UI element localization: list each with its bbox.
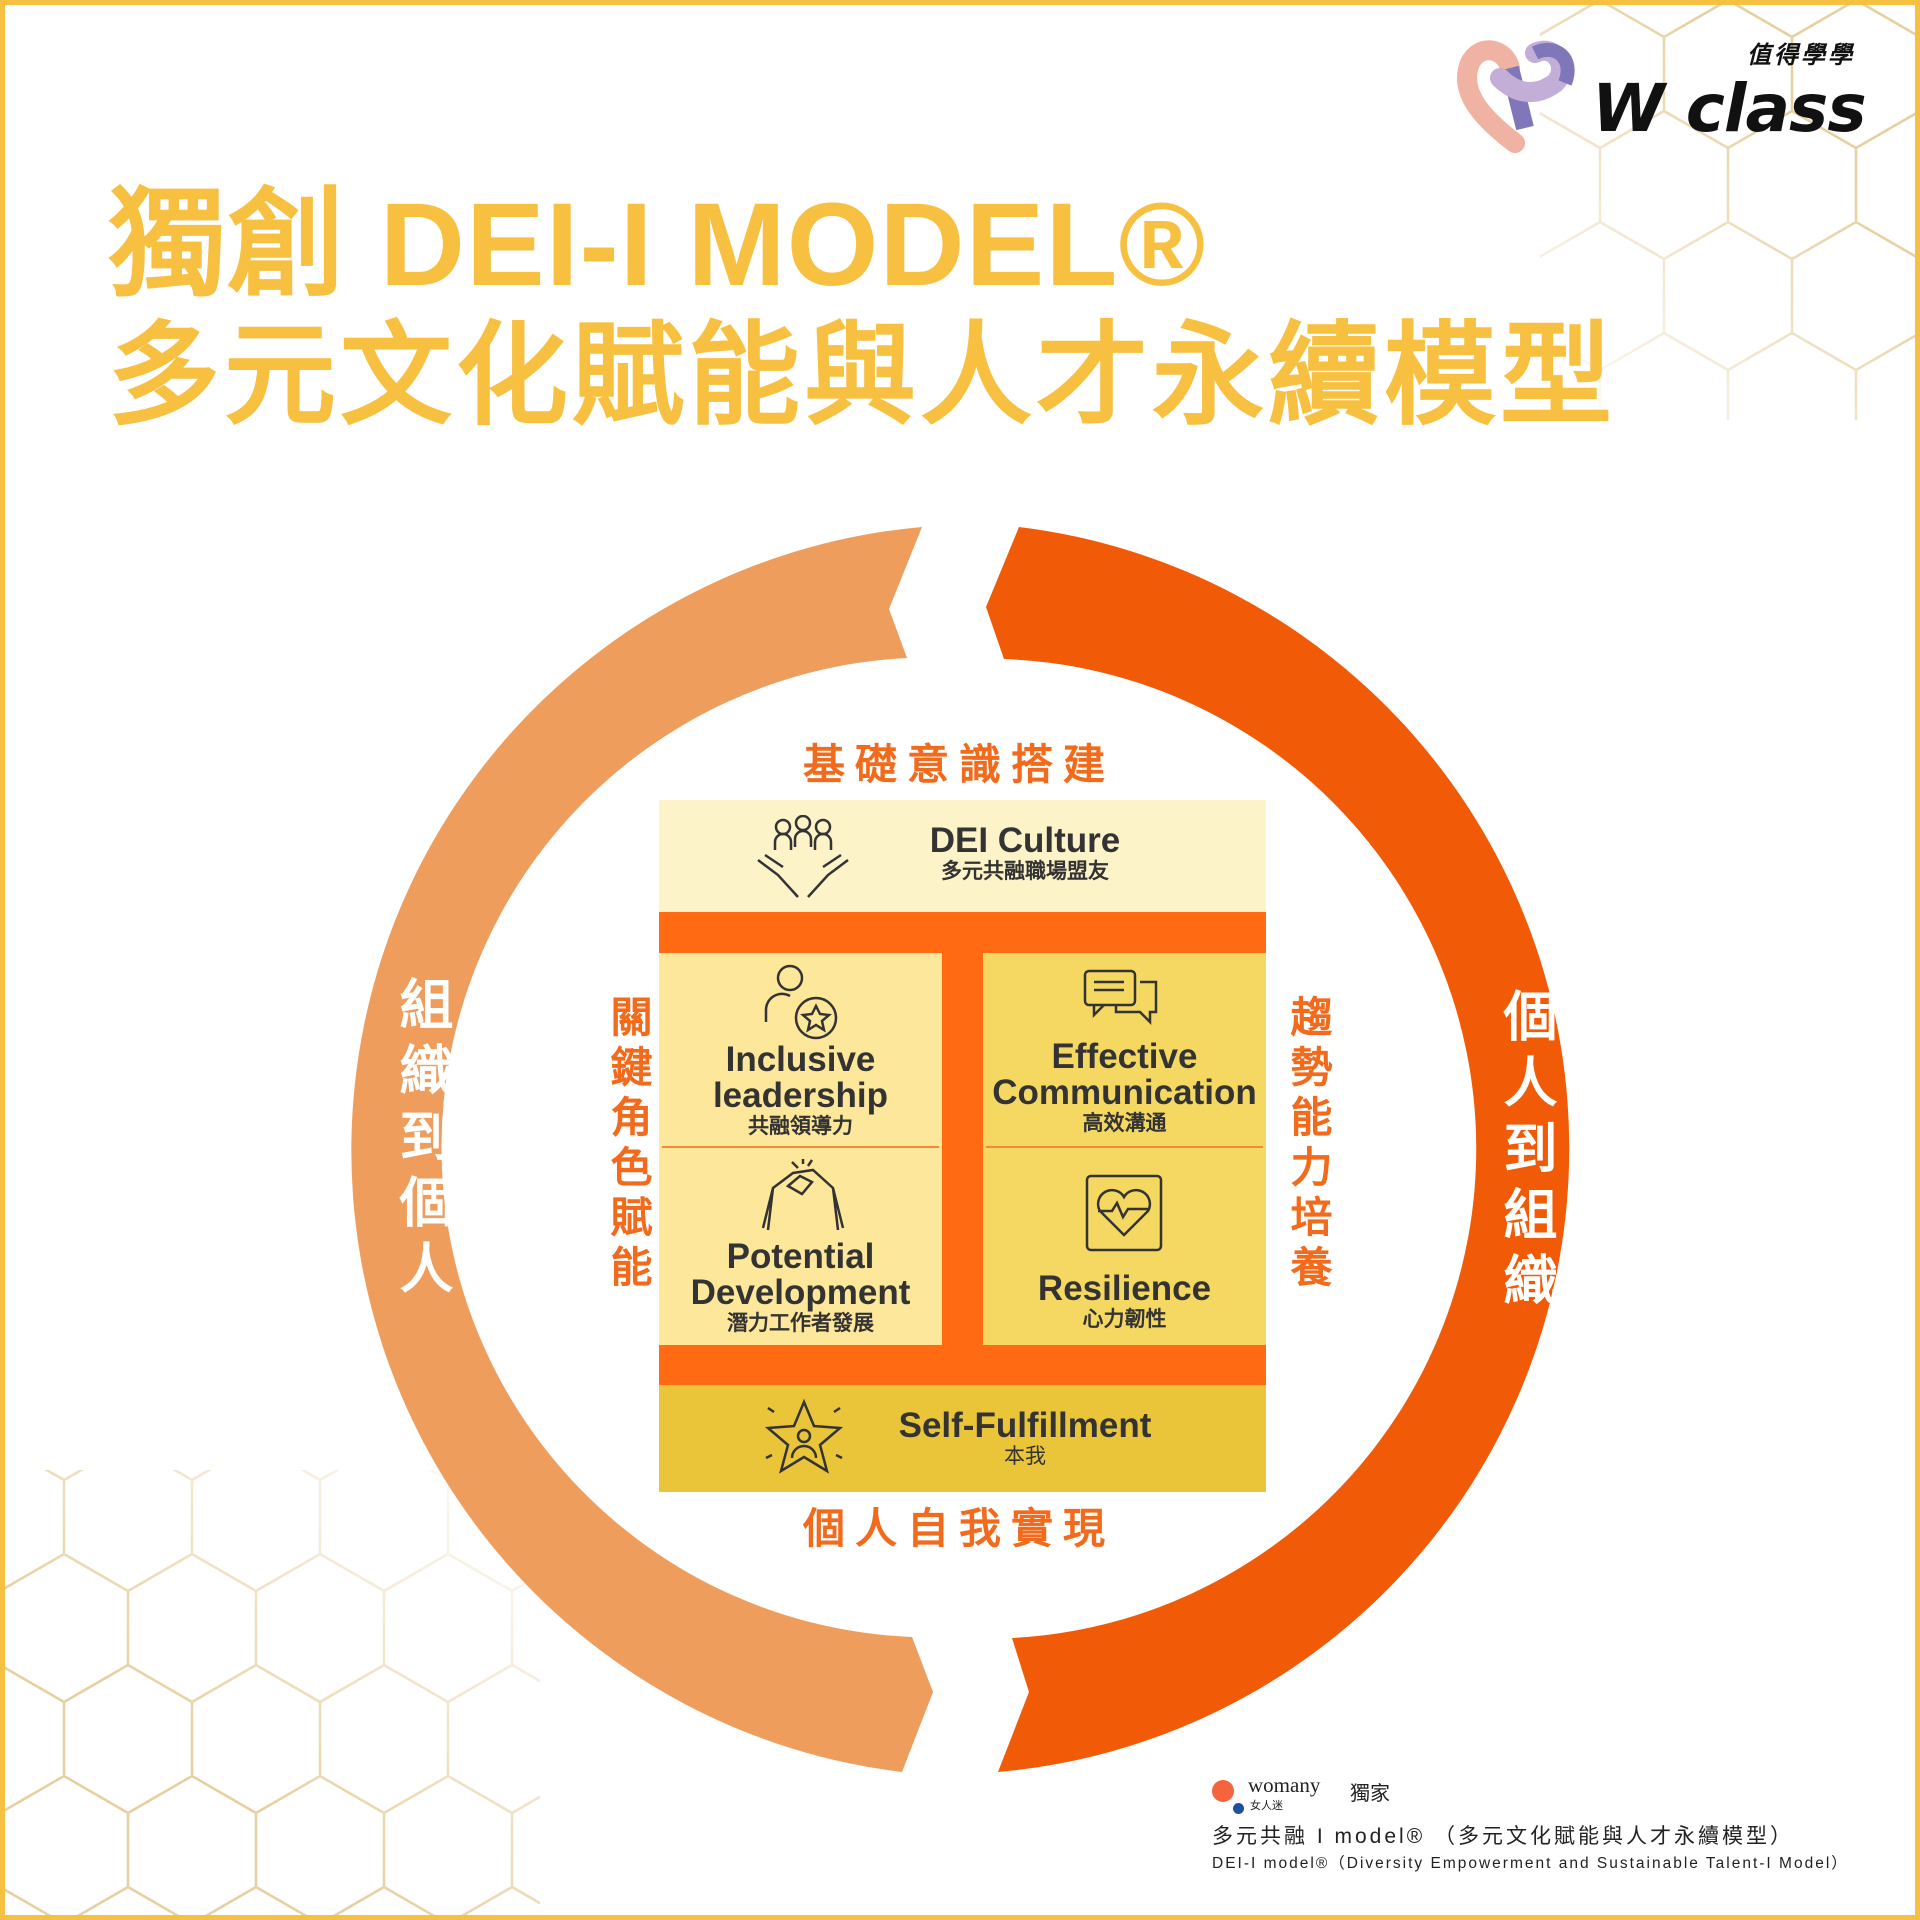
- womany-small-dot-icon: [1233, 1803, 1244, 1814]
- heart-logo-icon: [1457, 40, 1575, 153]
- leader-star-icon: [764, 964, 838, 1040]
- right-arc-label: 個人到組織: [1495, 988, 1555, 1318]
- left-arc-arrow: [351, 527, 933, 1772]
- heart-pulse-icon: [1085, 1174, 1163, 1252]
- potential-development-cell: Potential Development 潛力工作者發展: [659, 1239, 942, 1337]
- self-fulfillment-subtitle: 本我: [1004, 1445, 1046, 1468]
- communication-subtitle: 高效溝通: [1082, 1112, 1167, 1135]
- chat-bubbles-icon: [1083, 969, 1158, 1026]
- inclusive-title-1: Inclusive: [725, 1040, 876, 1079]
- orange-band-bottom: [659, 1345, 1266, 1385]
- divider: [662, 1146, 939, 1148]
- resilience-title: Resilience: [1037, 1269, 1212, 1308]
- orange-band-middle: [942, 953, 983, 1345]
- right-arc-arrow: [986, 527, 1570, 1772]
- dei-culture-row: [659, 800, 1266, 912]
- communication-title-2: Communication: [992, 1073, 1257, 1112]
- orange-band-top: [659, 912, 1266, 953]
- exclusive-label: 獨家: [1350, 1783, 1390, 1805]
- self-fulfillment-cell: Self-Fulfillment 本我: [870, 1408, 1180, 1470]
- right-side-label: 趨勢能力培養: [1285, 995, 1332, 1295]
- title-line-1: 獨創 DEI-I MODEL®: [108, 179, 1207, 311]
- bottom-heading: 個人自我實現: [802, 1505, 1116, 1552]
- womany-logo-text: womany: [1248, 1773, 1321, 1797]
- top-heading: 基礎意識搭建: [802, 741, 1116, 788]
- womany-logo-zh: 女人迷: [1250, 1800, 1283, 1812]
- resilience-subtitle: 心力韌性: [1082, 1308, 1167, 1331]
- dei-culture-subtitle: 多元共融職場盟友: [941, 860, 1109, 883]
- effective-communication-cell: Effective Communication 高效溝通: [983, 1039, 1266, 1137]
- self-fulfillment-row: [659, 1385, 1266, 1492]
- left-side-label: 關鍵角色賦能: [605, 995, 652, 1295]
- inclusive-leadership-cell: Inclusive leadership 共融領導力: [659, 1042, 942, 1140]
- wclass-logo: [1455, 38, 1585, 158]
- handshake-icon: [761, 1159, 845, 1231]
- logo-tagline: 值得學學: [1747, 42, 1855, 69]
- inclusive-subtitle: 共融領導力: [748, 1115, 853, 1138]
- communication-title-1: Effective: [1051, 1037, 1198, 1076]
- divider: [986, 1146, 1263, 1148]
- star-person-icon: [764, 1398, 844, 1474]
- people-hands-icon: [757, 815, 849, 898]
- footer-line-1: 多元共融 I model® （多元文化賦能與人才永續模型）: [1212, 1825, 1795, 1848]
- right-column: [983, 953, 1266, 1345]
- womany-dot-icon: [1212, 1780, 1234, 1802]
- self-fulfillment-title: Self-Fulfillment: [898, 1406, 1152, 1445]
- title-line-2: 多元文化賦能與人才永續模型: [108, 313, 1616, 438]
- resilience-cell: Resilience 心力韌性: [983, 1271, 1266, 1333]
- left-arc-label: 組織到個人: [391, 976, 451, 1306]
- potential-subtitle: 潛力工作者發展: [727, 1312, 874, 1335]
- footer-line-2: DEI-I model®（Diversity Empowerment and S…: [1212, 1855, 1849, 1872]
- dei-culture-title: DEI Culture: [929, 821, 1121, 860]
- left-column: [659, 953, 942, 1345]
- logo-brand: W class: [1592, 70, 1867, 147]
- dei-culture-cell: DEI Culture 多元共融職場盟友: [890, 823, 1160, 885]
- potential-title-1: Potential: [726, 1237, 875, 1276]
- inclusive-title-2: leadership: [712, 1076, 889, 1115]
- potential-title-2: Development: [690, 1273, 911, 1312]
